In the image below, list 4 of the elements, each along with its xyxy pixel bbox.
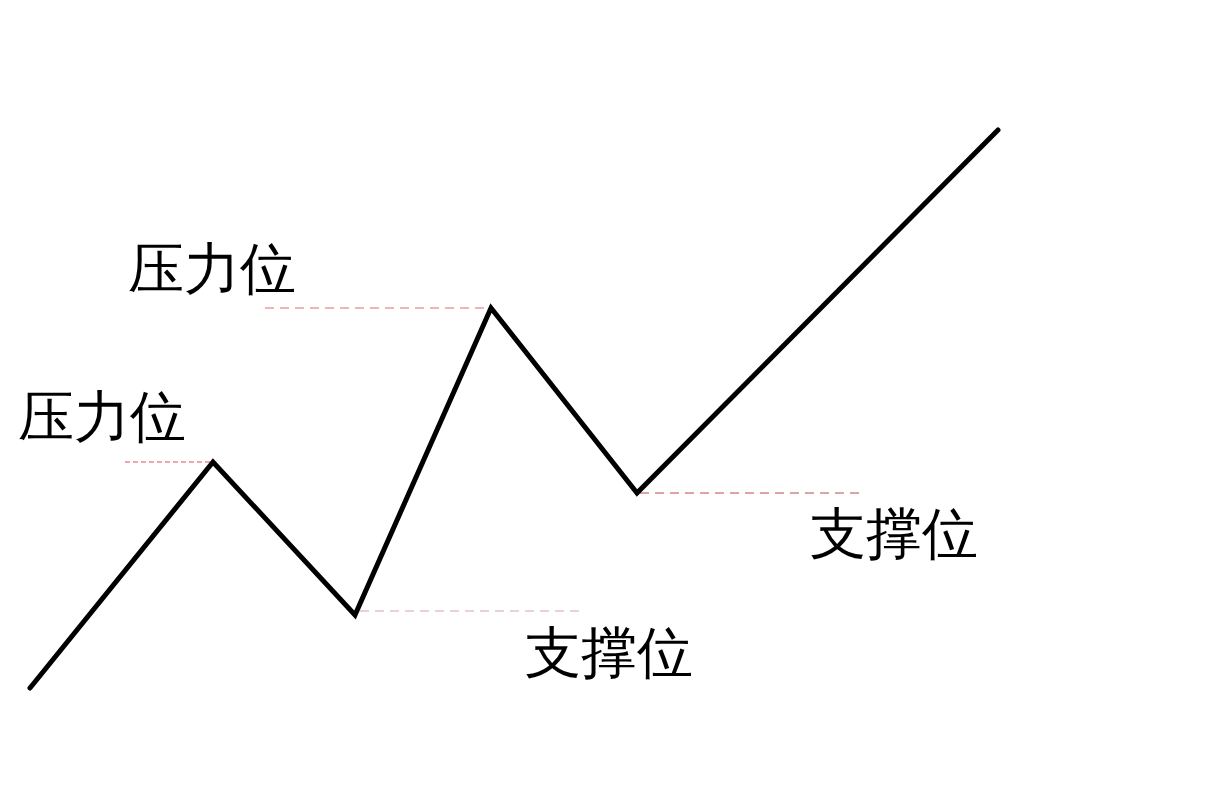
resistance-label: 压力位 [128,241,296,297]
support-label: 支撑位 [810,506,978,562]
support-label: 支撑位 [525,625,693,681]
resistance-label: 压力位 [18,389,186,445]
